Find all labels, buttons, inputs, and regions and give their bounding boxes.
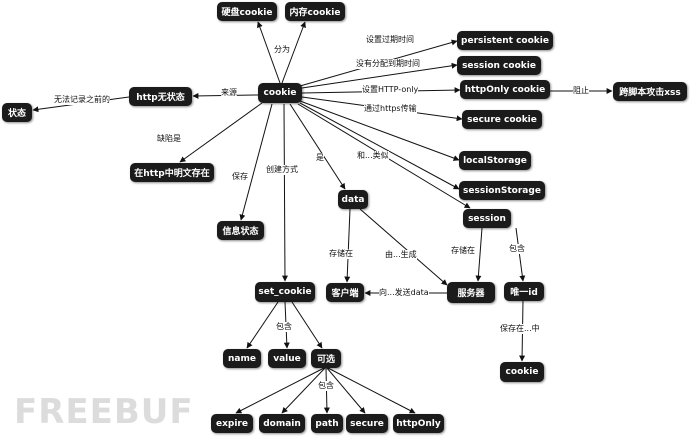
e-cookie-disk	[257, 21, 281, 84]
node-session-cookie[interactable]: session cookie	[457, 56, 541, 75]
label-save: 保存	[232, 172, 248, 182]
node-path[interactable]: path	[311, 414, 343, 433]
node-httponly-cookie[interactable]: httpOnly cookie	[460, 80, 550, 99]
node-value[interactable]: value	[268, 349, 306, 368]
label-source: 来源	[221, 88, 237, 98]
label-set-expiry: 设置过期时间	[366, 35, 414, 45]
node-persistent-cookie[interactable]: persistent cookie	[457, 31, 553, 50]
label-contains-set: 包含	[276, 322, 292, 332]
label-contains-id: 包含	[509, 244, 525, 254]
e-cookie-plain	[179, 102, 263, 163]
node-unique-id[interactable]: 唯一id	[504, 282, 544, 301]
node-xss[interactable]: 跨脚本攻击xss	[613, 82, 687, 101]
node-domain[interactable]: domain	[259, 414, 305, 433]
node-secure[interactable]: secure	[346, 414, 388, 433]
label-create-method: 创建方式	[266, 165, 298, 175]
node-localstorage[interactable]: localStorage	[459, 151, 531, 170]
node-secure-cookie[interactable]: secure cookie	[462, 110, 542, 129]
label-stored-in-server: 存储在	[451, 246, 475, 256]
label-stored-in-client: 存储在	[329, 249, 353, 259]
e-setcookie-opt	[291, 301, 323, 349]
label-similar: 和...类似	[357, 151, 389, 161]
node-httponly[interactable]: httpOnly	[393, 414, 444, 433]
node-server[interactable]: 服务器	[447, 282, 495, 303]
e-cookie-sessstore	[299, 102, 460, 190]
node-http-stateless[interactable]: http无状态	[129, 87, 192, 106]
label-is: 是	[316, 153, 324, 163]
label-no-record: 无法记录之前的	[54, 95, 110, 105]
node-plaintext[interactable]: 在http中明文存在	[130, 163, 214, 182]
e-cookie-local	[299, 100, 460, 161]
node-expire[interactable]: expire	[211, 414, 253, 433]
e-cookie-data	[289, 103, 346, 190]
label-set-httponly: 设置HTTP-only	[362, 85, 419, 95]
label-send-data: 向...发送data	[379, 288, 429, 298]
label-generated-by: 由...生成	[385, 250, 417, 260]
label-divide: 分为	[274, 45, 290, 55]
e-session-server	[475, 227, 483, 282]
node-data[interactable]: data	[338, 190, 368, 209]
label-contains-opt: 包含	[318, 381, 334, 391]
e-cookie-info	[239, 103, 273, 221]
e-session-uid	[515, 227, 526, 282]
node-name[interactable]: name	[223, 349, 261, 368]
edges-layer	[32, 21, 613, 414]
node-state[interactable]: 状态	[2, 103, 32, 122]
e-data-server	[359, 208, 448, 286]
label-prevent: 阻止	[573, 86, 589, 96]
node-client[interactable]: 客户端	[326, 283, 364, 302]
node-optional[interactable]: 可选	[311, 349, 341, 368]
node-session[interactable]: session	[463, 209, 511, 228]
node-memory-cookie[interactable]: 内存cookie	[285, 2, 345, 21]
e-opt-domain	[281, 367, 326, 414]
e-cookie-setcookie	[281, 103, 288, 282]
node-set-cookie[interactable]: set_cookie	[255, 282, 315, 302]
node-info-state[interactable]: 信息状态	[217, 221, 264, 240]
e-setcookie-name	[246, 301, 279, 349]
label-no-expiry: 没有分配到期时间	[356, 59, 420, 69]
freebuf-watermark: FREEBUF	[14, 392, 194, 432]
label-defect: 缺陷是	[157, 134, 181, 144]
e-cookie-mem	[281, 21, 306, 84]
node-cookie[interactable]: cookie	[258, 83, 302, 103]
node-sessionstorage[interactable]: sessionStorage	[459, 181, 545, 200]
label-saved-in: 保存在...中	[500, 324, 540, 334]
e-data-client	[344, 208, 351, 283]
label-via-https: 通过https传输	[364, 104, 417, 114]
node-cookie-storage[interactable]: cookie	[500, 362, 544, 382]
node-disk-cookie[interactable]: 硬盘cookie	[217, 2, 277, 21]
e-opt-secure	[326, 367, 366, 414]
e-opt-expire	[235, 367, 325, 414]
e-cookie-sesscookie	[301, 62, 458, 89]
e-opt-httponly	[327, 367, 416, 414]
